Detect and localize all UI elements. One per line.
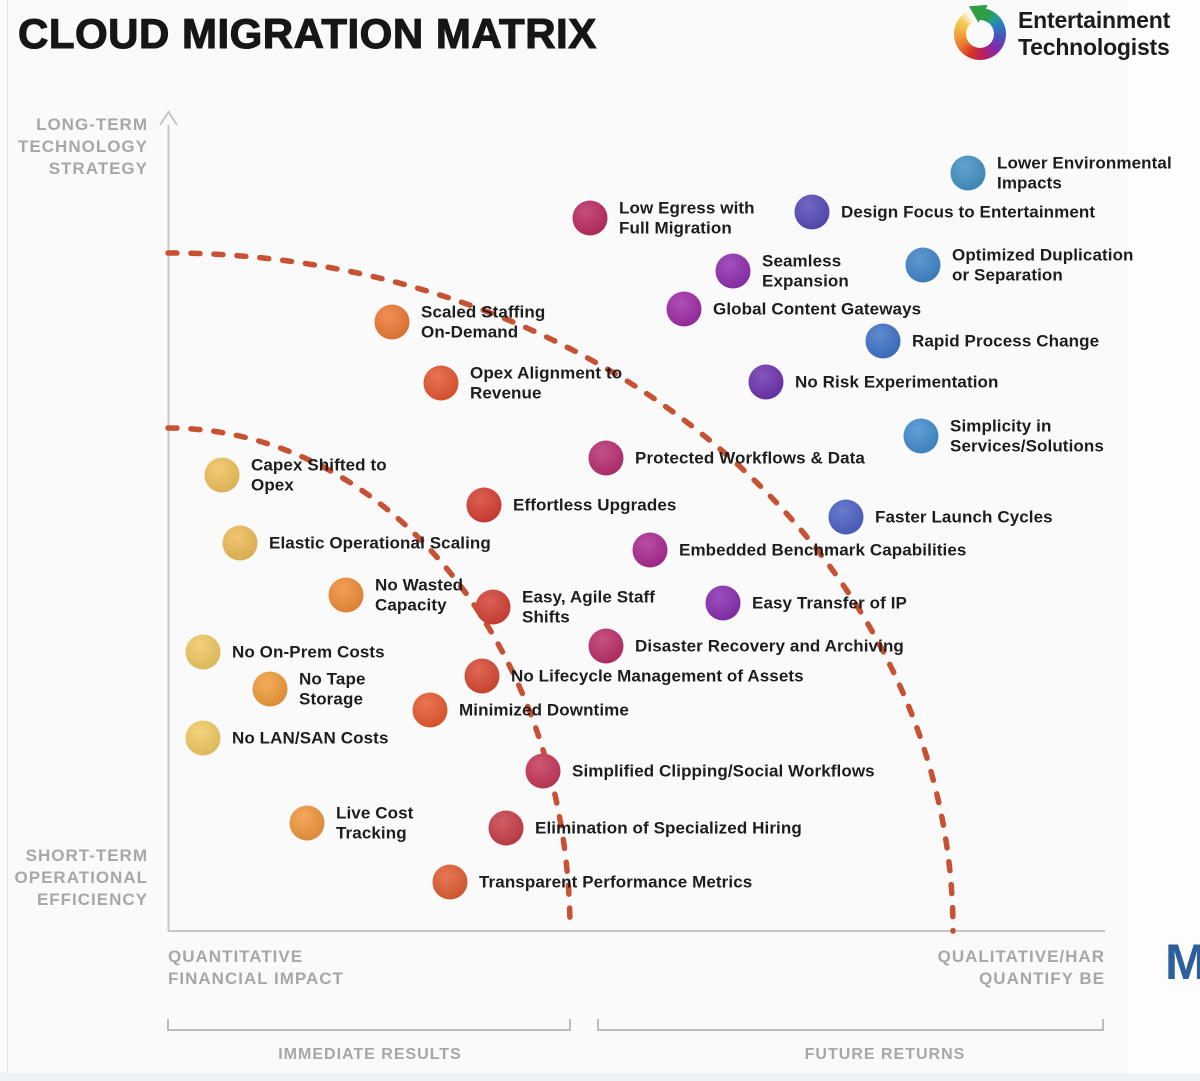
matrix-bubble bbox=[794, 194, 830, 230]
matrix-bubble bbox=[905, 247, 941, 283]
page-title: CLOUD MIGRATION MATRIX bbox=[17, 9, 597, 57]
bracket-label-immediate-results: IMMEDIATE RESULTS bbox=[278, 1046, 462, 1063]
bubble-label: Protected Workflows & Data bbox=[635, 448, 865, 468]
x-axis-left-line1: QUANTITATIVE bbox=[168, 947, 304, 966]
bubble-label: No On-Prem Costs bbox=[232, 642, 385, 662]
matrix-bubble bbox=[412, 692, 448, 728]
matrix-bubble bbox=[903, 418, 939, 454]
bracket-label-future-returns: FUTURE RETURNS bbox=[804, 1046, 966, 1063]
matrix-bubble bbox=[204, 457, 240, 493]
matrix-bubble bbox=[666, 291, 702, 327]
matrix-bubble bbox=[289, 805, 325, 841]
brand-name-line2: Technologists bbox=[1018, 34, 1170, 60]
bubble-label: Elastic Operational Scaling bbox=[269, 533, 491, 553]
matrix-bubble bbox=[374, 304, 410, 340]
overlay-letter: M bbox=[1165, 934, 1200, 990]
matrix-bubble bbox=[488, 810, 524, 846]
bottom-background-strip bbox=[0, 1073, 1200, 1081]
matrix-bubble bbox=[222, 525, 258, 561]
matrix-bubble bbox=[525, 753, 561, 789]
window-edge-line bbox=[7, 0, 8, 1081]
matrix-bubble bbox=[828, 499, 864, 535]
y-axis-top-line2: TECHNOLOGY bbox=[18, 137, 148, 156]
rainbow-ring bbox=[954, 8, 1006, 60]
bubble-label: Embedded Benchmark Capabilities bbox=[679, 540, 967, 560]
x-axis-left-line2: FINANCIAL IMPACT bbox=[168, 969, 344, 988]
matrix-bubble bbox=[475, 589, 511, 625]
brand-name-line1: Entertainment bbox=[1018, 7, 1171, 33]
matrix-bubble bbox=[748, 364, 784, 400]
bubble-label: Elimination of Specialized Hiring bbox=[535, 818, 802, 838]
matrix-bubble bbox=[705, 585, 741, 621]
swirl-arrow-icon bbox=[952, 0, 1008, 62]
inner-dashed-arc bbox=[165, 425, 573, 934]
matrix-bubble bbox=[432, 864, 468, 900]
y-axis-bottom-line2: OPERATIONAL bbox=[14, 868, 148, 887]
matrix-bubble bbox=[865, 323, 901, 359]
bubble-label: Design Focus to Entertainment bbox=[841, 202, 1096, 222]
y-axis-bottom-label: SHORT-TERM OPERATIONAL EFFICIENCY bbox=[0, 845, 148, 911]
bubble-label: Faster Launch Cycles bbox=[875, 507, 1053, 527]
matrix-bubble bbox=[715, 253, 751, 289]
matrix-bubble bbox=[588, 628, 624, 664]
bubble-label: No LAN/SAN Costs bbox=[232, 728, 389, 748]
matrix-bubble bbox=[466, 487, 502, 523]
matrix-bubble bbox=[185, 720, 221, 756]
bubble-label: Global Content Gateways bbox=[713, 299, 922, 319]
y-axis-top-label: LONG-TERM TECHNOLOGY STRATEGY bbox=[0, 114, 148, 180]
matrix-bubble bbox=[464, 658, 500, 694]
y-axis-top-line1: LONG-TERM bbox=[36, 115, 148, 134]
x-axis-right-line1: QUALITATIVE/HAR bbox=[937, 947, 1105, 966]
y-axis-bottom-line3: EFFICIENCY bbox=[36, 890, 148, 909]
y-axis-arrow-icon bbox=[159, 110, 178, 126]
bracket-immediate bbox=[167, 1019, 571, 1031]
matrix-bubble bbox=[950, 155, 986, 191]
x-axis-left-label: QUANTITATIVE FINANCIAL IMPACT bbox=[168, 946, 344, 990]
bubble-label: Transparent Performance Metrics bbox=[479, 872, 753, 892]
matrix-bubble bbox=[632, 532, 668, 568]
matrix-bubble bbox=[252, 671, 288, 707]
bracket-future bbox=[597, 1019, 1104, 1031]
y-axis-bottom-line1: SHORT-TERM bbox=[25, 846, 148, 865]
matrix-bubble bbox=[328, 577, 364, 613]
bubble-label: Effortless Upgrades bbox=[513, 495, 677, 515]
brand-name: Entertainment Technologists bbox=[1018, 7, 1170, 61]
brand-logo: Entertainment Technologists bbox=[952, 0, 1170, 62]
matrix-bubble bbox=[588, 440, 624, 476]
bubble-label: No Lifecycle Management of Assets bbox=[511, 666, 804, 686]
matrix-bubble bbox=[572, 200, 608, 236]
bubble-label: Disaster Recovery and Archiving bbox=[635, 636, 904, 656]
x-axis-right-label: QUALITATIVE/HAR QUANTIFY BE bbox=[938, 946, 1105, 990]
y-axis-top-line3: STRATEGY bbox=[48, 159, 148, 178]
matrix-bubble bbox=[423, 365, 459, 401]
bubble-label: No Risk Experimentation bbox=[795, 372, 999, 392]
x-axis-right-line2: QUANTIFY BE bbox=[979, 969, 1105, 988]
bubble-label: Easy Transfer of IP bbox=[752, 593, 907, 613]
outer-dashed-arc bbox=[165, 250, 956, 934]
right-background-strip bbox=[1128, 0, 1200, 1081]
bubble-label: Rapid Process Change bbox=[912, 331, 1100, 351]
matrix-bubble bbox=[185, 634, 221, 670]
bubble-label: Simplified Clipping/Social Workflows bbox=[572, 761, 875, 781]
bubble-label: Minimized Downtime bbox=[459, 700, 629, 720]
